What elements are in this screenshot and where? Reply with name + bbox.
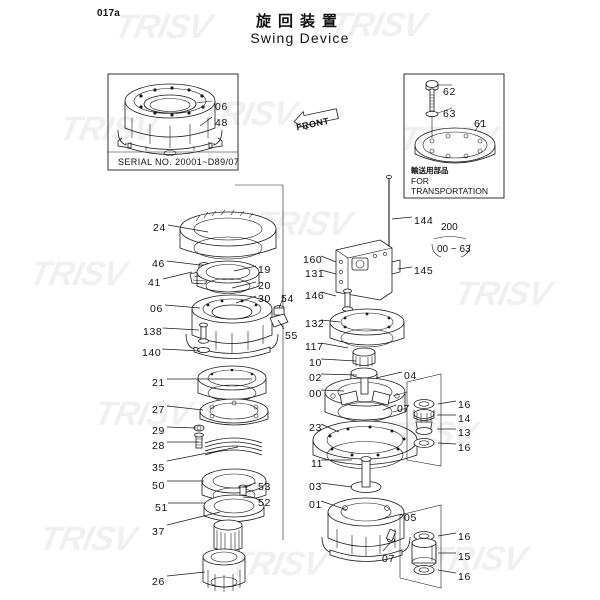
callout-140: 140 xyxy=(142,347,162,359)
detail-callout-frame-lower xyxy=(399,504,442,589)
inset-transport-art xyxy=(414,80,496,164)
inset-housing-art xyxy=(117,83,223,156)
callout-19: 19 xyxy=(258,264,271,276)
callout-15: 15 xyxy=(458,551,471,563)
callout-35: 35 xyxy=(152,462,165,474)
front-direction-arrow xyxy=(293,108,339,131)
part-37-shaft xyxy=(213,519,243,554)
part-54-55-group xyxy=(269,305,289,328)
callout-131: 131 xyxy=(305,268,325,280)
callout-29: 29 xyxy=(152,425,165,437)
callout-16d: 16 xyxy=(458,571,471,583)
callout-06: 06 xyxy=(150,303,163,315)
callout-55: 55 xyxy=(285,330,298,342)
callout-24: 24 xyxy=(153,222,166,234)
callout-62: 62 xyxy=(443,86,456,98)
callout-11: 11 xyxy=(311,458,324,470)
note-top: 200 xyxy=(441,222,458,233)
callout-30: 30 xyxy=(258,293,271,305)
part-15-16-stack xyxy=(411,531,437,575)
callout-01: 01 xyxy=(309,499,322,511)
callout-04: 04 xyxy=(404,370,417,382)
callout-138: 138 xyxy=(143,326,163,338)
transport-caption: 輸送用部品 FOR TRANSPORTATION xyxy=(411,166,488,196)
part-26-pinion xyxy=(202,548,246,592)
callout-23: 23 xyxy=(309,422,322,434)
callout-54: 54 xyxy=(281,293,294,305)
callout-02: 02 xyxy=(309,372,322,384)
detail-callout-frame-upper xyxy=(392,373,442,467)
callout-46: 46 xyxy=(152,258,165,270)
part-144-rod xyxy=(386,174,392,250)
callout-20: 20 xyxy=(258,280,271,292)
callout-07b: 07 xyxy=(382,553,395,565)
part-10-02-shaft xyxy=(350,347,378,382)
callout-07: 07 xyxy=(397,403,410,415)
callout-14: 14 xyxy=(458,413,471,425)
callout-145: 145 xyxy=(414,265,434,277)
callout-00: 00 xyxy=(309,388,322,400)
callout-52: 52 xyxy=(258,497,271,509)
callout-10: 10 xyxy=(309,357,322,369)
part-35-disc-stack xyxy=(204,437,263,456)
callout-05: 05 xyxy=(404,512,417,524)
transport-caption-en2: TRANSPORTATION xyxy=(411,186,488,196)
note-bottom: 00 ~ 63 xyxy=(437,244,471,255)
serial-caption: SERIAL NO. 20001~D89/07 xyxy=(118,157,240,167)
part-50-brake-body xyxy=(201,468,267,522)
page-number: 017a xyxy=(97,8,121,19)
page-title-jp: 旋回装置 xyxy=(255,12,344,30)
callout-21: 21 xyxy=(152,377,165,389)
callout-06: 06 xyxy=(215,101,228,113)
callout-26: 26 xyxy=(152,576,165,588)
part-27-plate xyxy=(199,398,269,426)
callout-16b: 16 xyxy=(458,442,471,454)
part-131-motor-body xyxy=(335,239,401,312)
callout-03: 03 xyxy=(309,481,322,493)
callout-16c: 16 xyxy=(458,531,471,543)
part-19-20-bearing xyxy=(196,260,260,294)
callout-28: 28 xyxy=(152,440,165,452)
callout-144: 144 xyxy=(414,215,434,227)
callout-132: 132 xyxy=(305,318,325,330)
callout-27: 27 xyxy=(152,404,165,416)
part-29-28-group xyxy=(193,424,205,449)
callout-48: 48 xyxy=(215,117,228,129)
part-14-13-16-stack xyxy=(413,399,435,448)
part-24-ring xyxy=(179,209,277,260)
callout-53: 53 xyxy=(258,481,271,493)
callout-61: 61 xyxy=(474,118,487,130)
transport-caption-jp: 輸送用部品 xyxy=(411,166,449,175)
part-21-ring xyxy=(197,365,267,402)
callout-63: 63 xyxy=(443,108,456,120)
callout-13: 13 xyxy=(458,427,471,439)
page-title-en: Swing Device xyxy=(250,30,350,46)
callout-117: 117 xyxy=(305,341,324,353)
part-132-flange xyxy=(329,308,405,348)
callout-146: 146 xyxy=(305,290,325,302)
part-01-lower-housing xyxy=(321,456,411,562)
callout-37: 37 xyxy=(152,526,165,538)
callout-16: 16 xyxy=(458,399,471,411)
callout-50: 50 xyxy=(152,480,165,492)
callout-160: 160 xyxy=(303,254,323,266)
callout-41: 41 xyxy=(148,277,161,289)
transport-caption-en1: FOR xyxy=(411,176,429,186)
callout-51: 51 xyxy=(155,502,168,514)
part-00-gearcase xyxy=(324,377,406,422)
